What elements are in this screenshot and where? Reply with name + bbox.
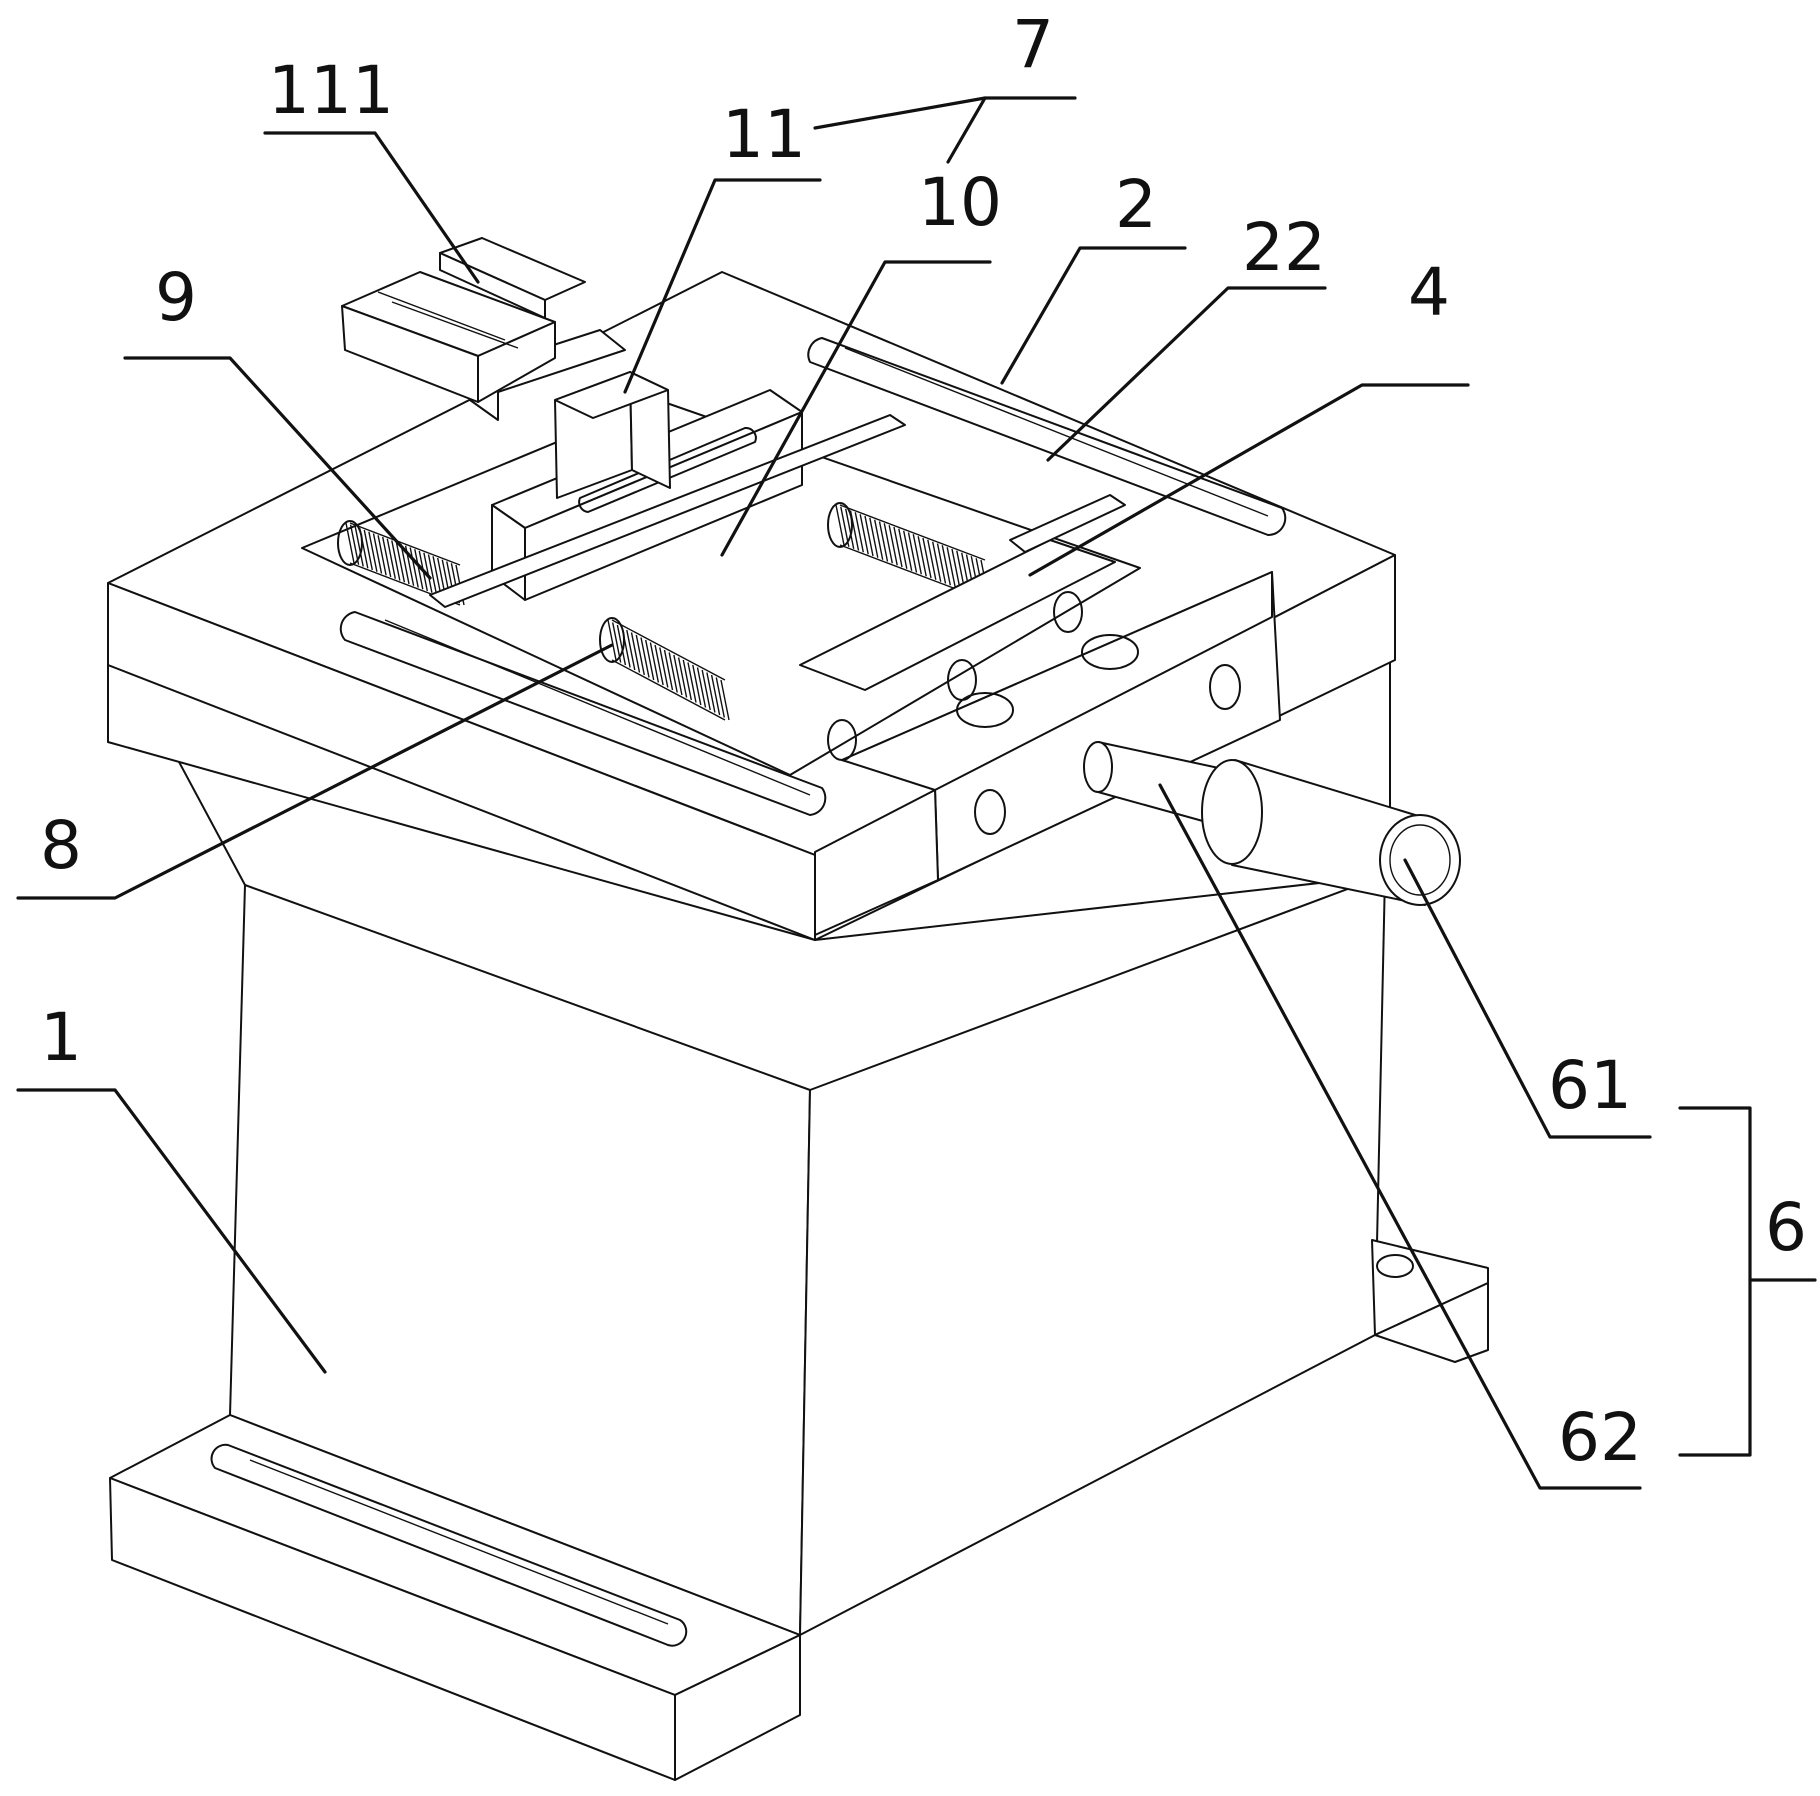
carriage-hole-6 xyxy=(1053,591,1083,633)
knob-6 xyxy=(1083,741,1461,906)
leader-7-branch xyxy=(946,96,987,164)
leader-1 xyxy=(16,1088,327,1374)
label-111: 111 xyxy=(268,52,394,129)
carriage-hole-2 xyxy=(1081,634,1139,670)
clamp-11 xyxy=(341,237,671,499)
label-10: 10 xyxy=(918,164,1002,241)
spring-8-end xyxy=(599,617,625,663)
leader-111 xyxy=(263,131,480,284)
leader-8 xyxy=(16,643,614,900)
label-1: 1 xyxy=(40,999,82,1076)
leader-10 xyxy=(720,260,992,557)
handle-61-rear xyxy=(1201,759,1263,865)
label-4: 4 xyxy=(1408,254,1450,331)
flange-side-face xyxy=(674,1634,801,1781)
carriage-hole-5 xyxy=(947,659,977,701)
label-9: 9 xyxy=(155,259,197,336)
label-7: 7 xyxy=(1012,6,1054,83)
flange-slot-inner xyxy=(249,1459,669,1625)
label-11: 11 xyxy=(722,96,806,173)
rear-slot-22 xyxy=(807,337,1287,537)
spring-rear-end xyxy=(827,502,853,548)
body-right-face xyxy=(799,874,1386,1636)
flange-slot xyxy=(210,1443,688,1647)
leader-61 xyxy=(1403,858,1652,1139)
rear-foot-hole xyxy=(1376,1254,1414,1278)
jaw-111-groove-2 xyxy=(391,301,519,349)
rear-slot-22-inner xyxy=(844,347,1269,517)
clamp-post-top xyxy=(554,371,669,419)
label-8: 8 xyxy=(40,807,82,884)
carriage-hole-3 xyxy=(974,789,1006,835)
handle-61-end xyxy=(1379,814,1461,906)
carriage-top-strip xyxy=(841,571,1273,791)
spring-8-coils xyxy=(607,619,730,721)
label-6: 6 xyxy=(1765,1189,1807,1266)
base-body-1 xyxy=(107,741,1386,1636)
carriage-front-face xyxy=(814,789,939,936)
label-2: 2 xyxy=(1115,166,1157,243)
slider-slot xyxy=(578,426,757,513)
shaft-62-end xyxy=(1083,741,1113,793)
bracket-6 xyxy=(1678,1106,1752,1457)
carriage-hole-1 xyxy=(956,692,1014,728)
leader-7 xyxy=(813,96,1077,130)
spring-8 xyxy=(599,617,730,721)
jaw-111-finger-front xyxy=(439,252,546,319)
carriage-top xyxy=(799,539,1116,691)
leader-22 xyxy=(1046,286,1327,462)
leader-11 xyxy=(623,178,822,394)
center-recess xyxy=(301,399,1141,776)
front-slot-inner xyxy=(384,619,811,796)
leader-lines xyxy=(16,96,1817,1490)
labels: 111 11 7 10 2 22 4 9 8 1 61 6 62 xyxy=(40,6,1807,1476)
leader-4 xyxy=(1028,383,1470,577)
carriage-back-plate xyxy=(1009,494,1126,553)
label-62: 62 xyxy=(1558,1399,1642,1476)
jaw-111-side xyxy=(477,321,556,403)
leader-9 xyxy=(123,356,432,580)
front-slot xyxy=(339,611,827,816)
spring-9-end xyxy=(337,520,363,566)
handle-61-end-inner xyxy=(1389,824,1451,896)
jaw-111-groove xyxy=(377,291,506,341)
carriage-hole-7 xyxy=(827,719,857,761)
label-61: 61 xyxy=(1548,1047,1632,1124)
leader-2 xyxy=(1000,246,1187,385)
carriage-4 xyxy=(799,494,1281,936)
label-22: 22 xyxy=(1242,209,1326,286)
slider-base xyxy=(429,414,906,608)
carriage-hole-4 xyxy=(1209,664,1241,710)
leader-62 xyxy=(1158,783,1642,1490)
